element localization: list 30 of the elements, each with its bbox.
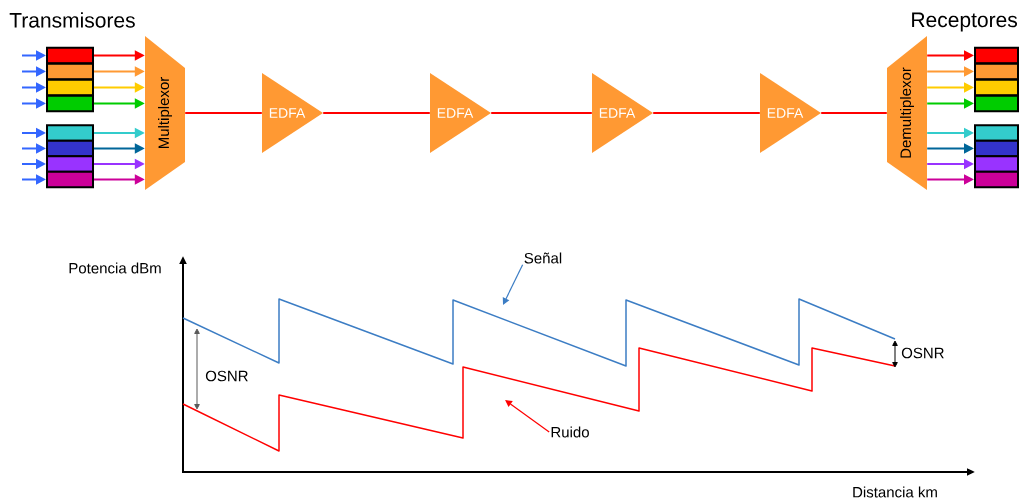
- transmitter-bar: [46, 170, 94, 189]
- axis-label: Distancia km: [853, 486, 937, 498]
- transmitter-bar: [46, 94, 94, 113]
- transmitter-bar: [46, 78, 94, 97]
- heading: Receptores: [912, 12, 1017, 32]
- fiber-line: [184, 112, 263, 114]
- fiber-line: [652, 112, 761, 114]
- transmitter-bar: [46, 139, 94, 158]
- amplifier-triangle: EDFA: [430, 73, 491, 153]
- dimension-label: OSNR: [205, 370, 248, 382]
- fiber-line: [322, 112, 431, 114]
- amplifier-triangle: EDFA: [760, 73, 821, 153]
- fiber-line: [820, 112, 888, 114]
- heading: Transmisores: [9, 12, 135, 28]
- fiber-line: [490, 112, 593, 114]
- curve-label: Ruido: [551, 426, 589, 438]
- receiver-bar: [974, 139, 1019, 158]
- axis-label: Potencia dBm: [69, 262, 161, 274]
- amplifier-triangle: EDFA: [592, 73, 653, 153]
- demultiplexer-trapezoid: Demultiplexor: [887, 36, 927, 190]
- transmitter-bar: [46, 155, 94, 173]
- multiplexer-trapezoid: Multiplexor: [145, 36, 185, 190]
- dimension-label: OSNR: [901, 347, 944, 359]
- transmitter-bar: [46, 124, 94, 142]
- amplifier-triangle: EDFA: [262, 73, 323, 153]
- leader-arrow: [502, 264, 524, 305]
- leader-arrow: [505, 400, 550, 433]
- transmitter-bar: [46, 62, 94, 81]
- transmitter-bar: [46, 46, 94, 65]
- curve-label: Señal: [524, 252, 562, 264]
